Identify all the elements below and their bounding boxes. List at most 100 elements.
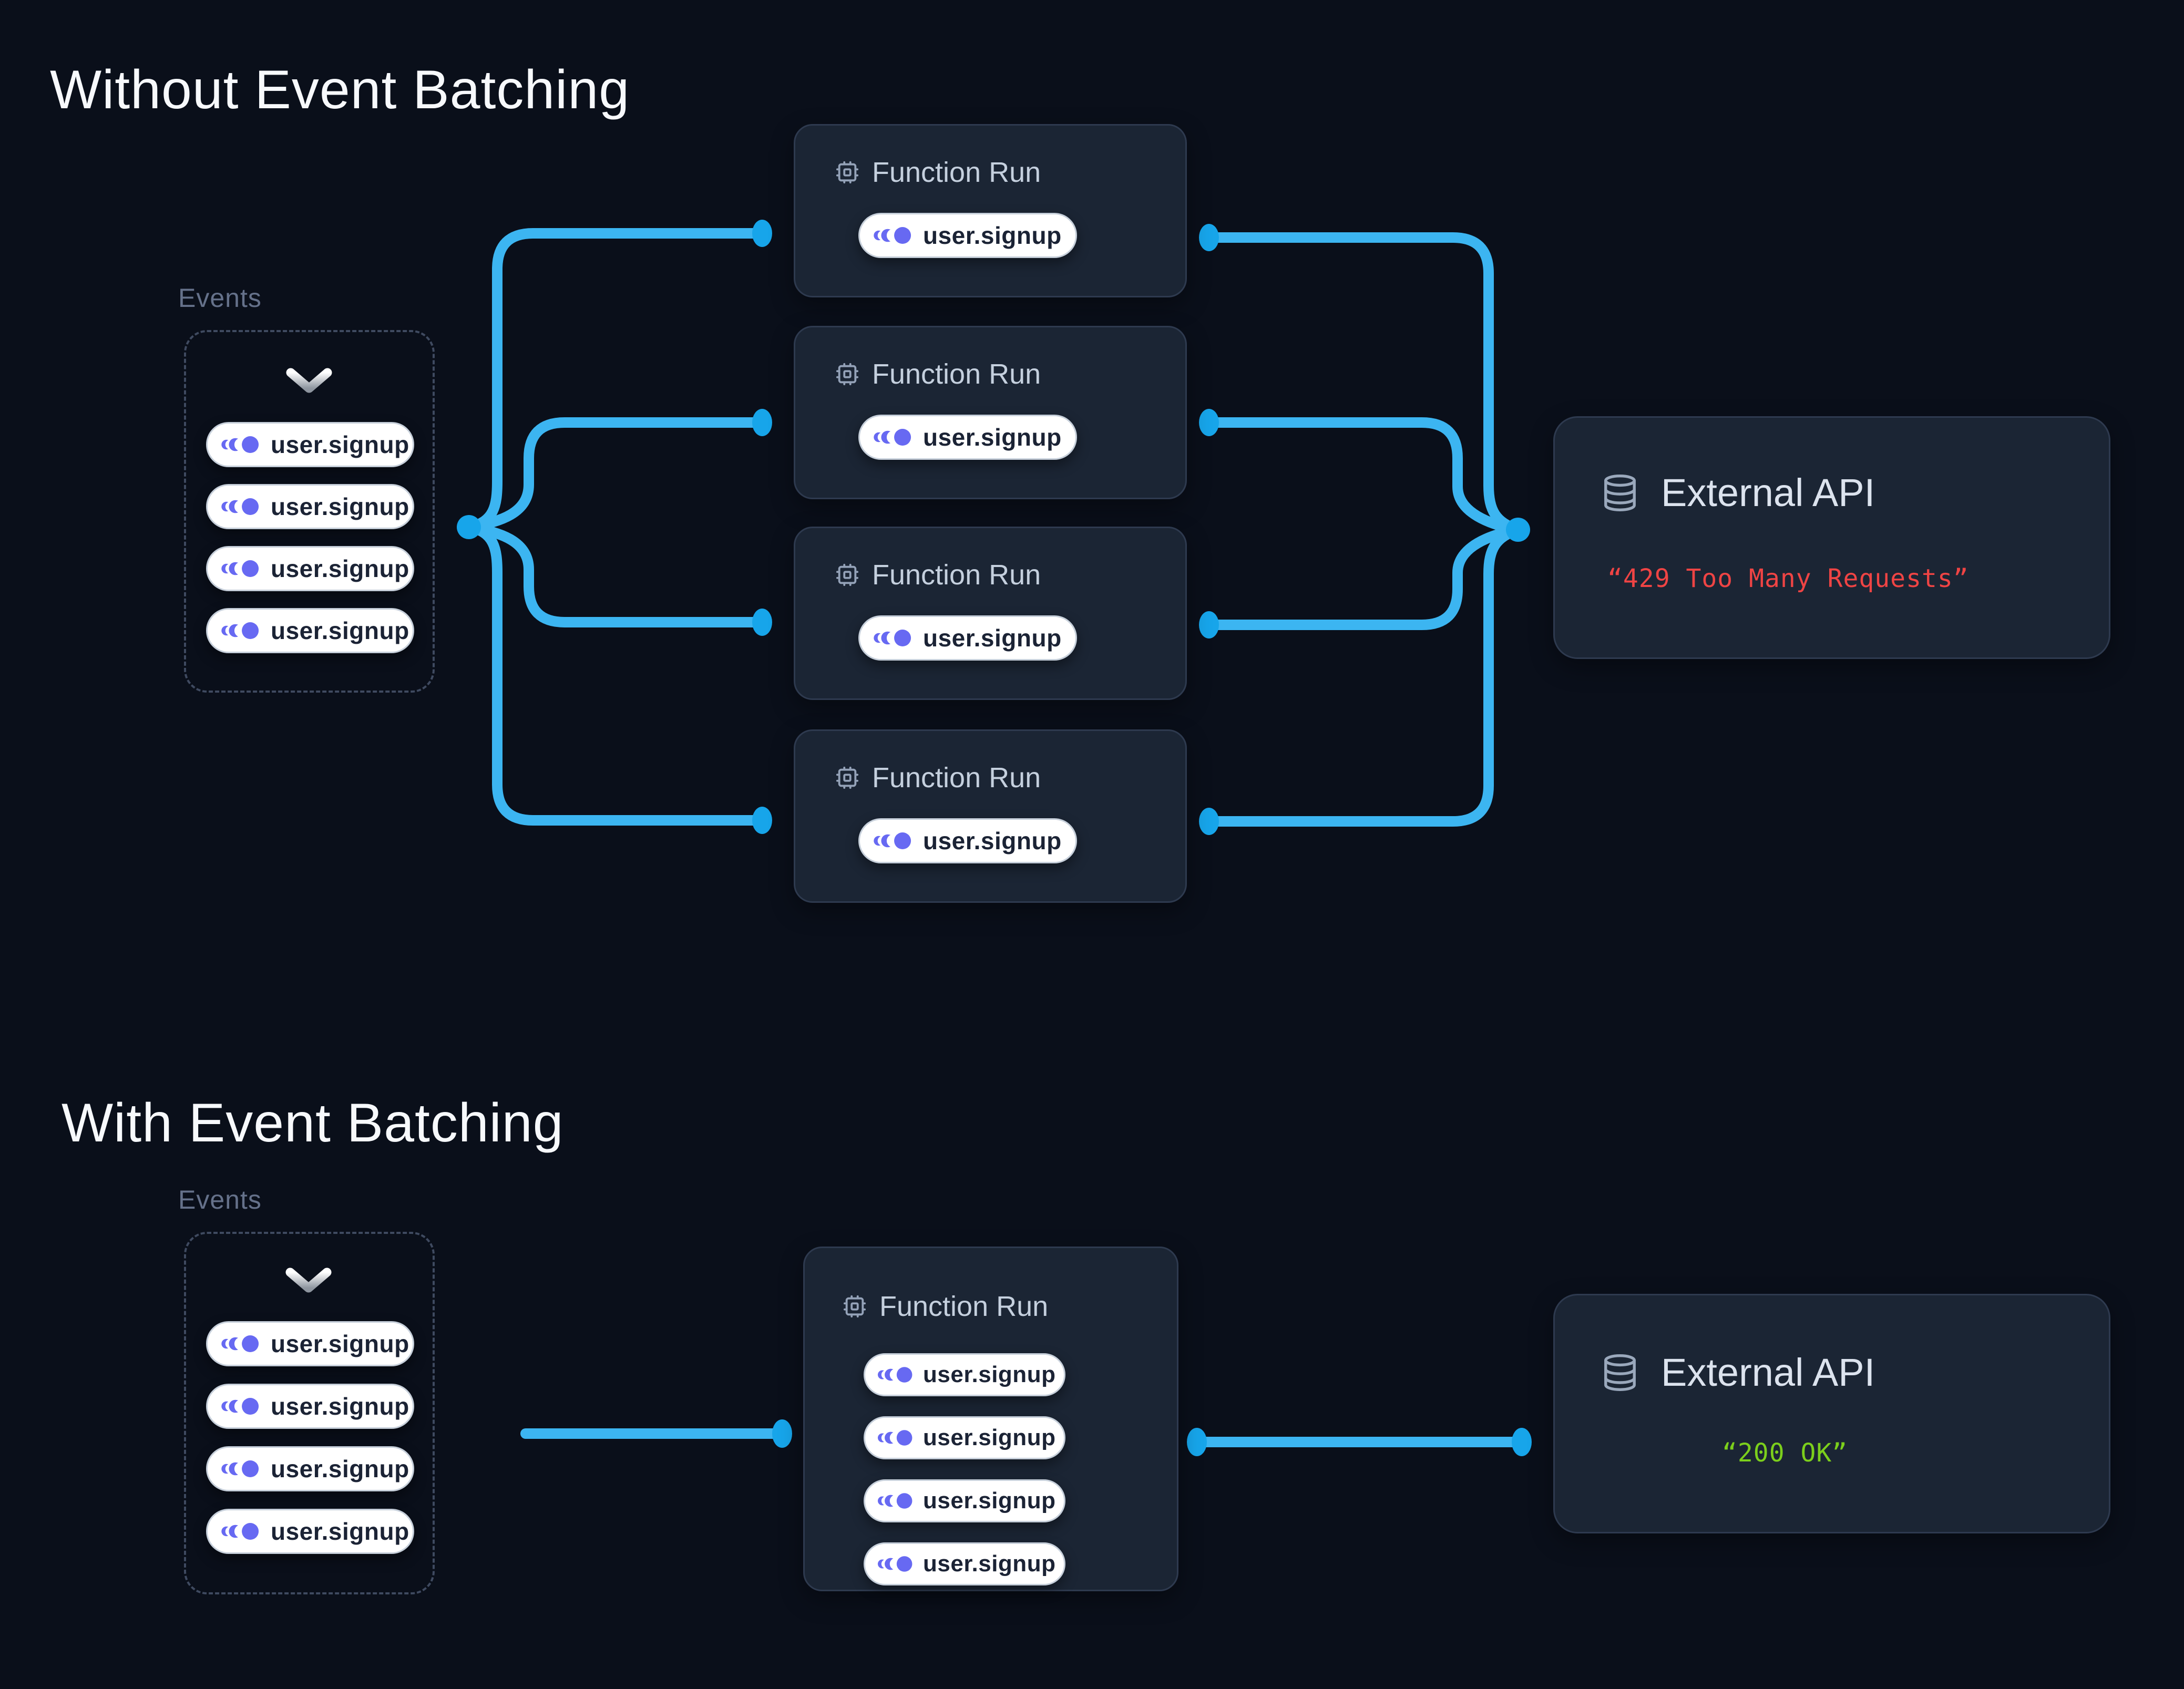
event-pill: user.signup — [858, 615, 1077, 661]
section-title: With Event Batching — [61, 1092, 564, 1154]
external-api-title: External API — [1661, 471, 1875, 514]
chevron-down-icon — [286, 368, 332, 393]
event-icon — [878, 1367, 912, 1383]
function-run-card: Function Run user.signup — [794, 729, 1187, 903]
event-pill-label: user.signup — [923, 222, 1062, 249]
event-icon — [221, 1460, 259, 1477]
function-run-title: Function Run — [872, 559, 1041, 591]
event-icon — [874, 630, 911, 646]
event-pill: user.signup — [858, 818, 1077, 863]
function-run-card: Function Run user.signup — [794, 527, 1187, 700]
event-pill-label: user.signup — [271, 1330, 409, 1357]
database-icon — [1604, 1354, 1636, 1391]
event-pill: user.signup — [206, 484, 414, 529]
event-pill: user.signup — [864, 1479, 1065, 1522]
connector-line — [1204, 524, 1523, 630]
event-pill: user.signup — [206, 422, 414, 467]
connector-dot — [1199, 409, 1219, 436]
event-icon — [221, 622, 259, 639]
event-pill-label: user.signup — [923, 1551, 1056, 1577]
cpu-icon — [836, 766, 859, 789]
connector-dot — [752, 807, 772, 834]
connector-dot — [1199, 808, 1219, 835]
event-pill: user.signup — [864, 1416, 1065, 1459]
event-icon — [878, 1493, 912, 1509]
connector-line — [1204, 232, 1523, 535]
event-icon — [878, 1430, 912, 1446]
event-pill-label: user.signup — [923, 624, 1062, 652]
event-icon — [221, 498, 259, 515]
event-pill: user.signup — [858, 213, 1077, 258]
connector-line — [464, 417, 762, 532]
event-pill-label: user.signup — [923, 424, 1062, 451]
cpu-icon — [836, 161, 859, 184]
function-run-card: Function Run user.signup user.signup use… — [803, 1247, 1178, 1591]
external-api-title: External API — [1661, 1351, 1875, 1394]
connector-dot — [457, 515, 481, 539]
event-pill-label: user.signup — [923, 1488, 1056, 1513]
connector-dot — [772, 1419, 792, 1448]
event-pill-label: user.signup — [271, 493, 409, 520]
event-pill-label: user.signup — [271, 1455, 409, 1482]
events-box — [184, 330, 435, 693]
connector-line — [464, 228, 762, 532]
section-title: Without Event Batching — [50, 59, 630, 120]
function-run-title: Function Run — [879, 1291, 1049, 1322]
event-pill-label: user.signup — [271, 555, 409, 582]
events-box — [184, 1232, 435, 1594]
connector-dot — [1199, 224, 1219, 251]
event-icon — [221, 436, 259, 453]
connector-dot — [1199, 611, 1219, 638]
event-pill: user.signup — [206, 1446, 414, 1491]
cpu-icon — [843, 1295, 866, 1318]
event-pill: user.signup — [206, 1509, 414, 1554]
event-pill: user.signup — [206, 608, 414, 653]
events-label: Events — [178, 1185, 262, 1214]
chevron-down-icon — [285, 1268, 332, 1293]
event-pill-label: user.signup — [923, 1362, 1056, 1387]
event-pill: user.signup — [864, 1353, 1065, 1396]
event-icon — [221, 1523, 259, 1540]
function-run-title: Function Run — [872, 358, 1041, 390]
external-api-card: External API “429 Too Many Requests” — [1553, 416, 2110, 659]
function-run-title: Function Run — [872, 762, 1041, 794]
event-pill-label: user.signup — [271, 1518, 409, 1545]
event-icon — [878, 1556, 912, 1572]
event-icon — [874, 429, 911, 446]
event-icon — [221, 1335, 259, 1352]
event-icon — [221, 560, 259, 577]
api-response-status: “429 Too Many Requests” — [1607, 564, 1969, 593]
connector-dot — [1512, 1428, 1532, 1456]
external-api-card: External API “200 OK” — [1553, 1294, 2110, 1533]
event-pill-label: user.signup — [271, 1393, 409, 1420]
event-icon — [874, 227, 911, 244]
connector-line — [1204, 417, 1523, 535]
event-pill: user.signup — [206, 546, 414, 591]
connector-line — [1204, 524, 1523, 827]
database-icon — [1604, 474, 1636, 511]
event-pill: user.signup — [206, 1384, 414, 1429]
function-run-card: Function Run user.signup — [794, 124, 1187, 297]
connector-line — [464, 522, 762, 627]
connector-dot — [1187, 1428, 1207, 1456]
connector-dot — [1506, 518, 1530, 542]
api-response-status: “200 OK” — [1722, 1438, 1848, 1468]
event-pill: user.signup — [206, 1321, 414, 1366]
function-run-title: Function Run — [872, 157, 1041, 188]
event-pill-label: user.signup — [271, 617, 409, 644]
connector-line — [464, 522, 762, 826]
connector-dot — [752, 409, 772, 436]
event-pill: user.signup — [858, 415, 1077, 460]
cpu-icon — [836, 563, 859, 586]
event-pill-label: user.signup — [923, 1425, 1056, 1450]
connector-dot — [752, 609, 772, 636]
event-pill-label: user.signup — [923, 827, 1062, 854]
event-pill: user.signup — [864, 1542, 1065, 1585]
events-label: Events — [178, 283, 262, 313]
event-icon — [221, 1398, 259, 1415]
event-icon — [874, 832, 911, 849]
cpu-icon — [836, 363, 859, 386]
function-run-card: Function Run user.signup — [794, 326, 1187, 499]
connector-dot — [752, 220, 772, 247]
